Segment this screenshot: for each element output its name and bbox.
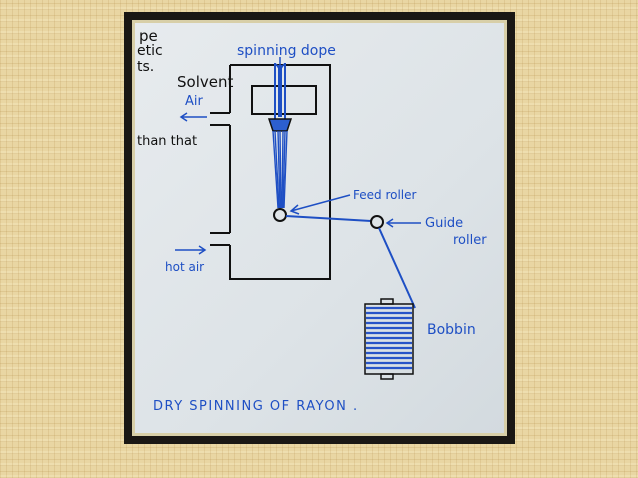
frame-mat: pe etic ts. than that spinning dope [132,20,507,436]
margin-note-2: etic [137,43,163,59]
margin-note-1: pe [139,27,158,45]
drawing-paper: pe etic ts. than that spinning dope [135,23,504,433]
spinning-chamber [210,64,331,280]
guide-label: Guide [425,216,463,231]
guide-roller-label: roller [453,233,487,248]
air-label: Air [185,94,204,109]
bobbin [364,298,414,380]
yarn-to-bobbin [378,227,416,309]
spinning-dope-label: spinning dope [237,43,336,59]
solvent-air-arrow [179,112,207,122]
guide-roller [370,215,384,229]
dry-spinning-diagram: pe etic ts. than that spinning dope [137,27,487,414]
picture-frame: pe etic ts. than that spinning dope [124,12,515,444]
feed-roller-arrow [289,194,351,215]
solvent-label: Solvent [177,73,233,91]
hot-air-arrow [175,245,207,255]
dope-arrow [275,57,285,72]
yarn-horizontal [285,215,372,222]
filament-bundle [272,130,288,209]
guide-roller-arrow [385,218,421,228]
spinneret-jet [267,118,293,132]
dope-pipe [274,63,286,119]
feed-roller [273,208,287,222]
margin-note-3: ts. [137,59,154,75]
diagram-caption: DRY SPINNING OF RAYON . [153,399,359,414]
hot-air-label: hot air [165,260,204,274]
bobbin-label: Bobbin [427,322,476,338]
feed-roller-label: Feed roller [353,188,417,202]
margin-note-4: than that [137,134,197,149]
